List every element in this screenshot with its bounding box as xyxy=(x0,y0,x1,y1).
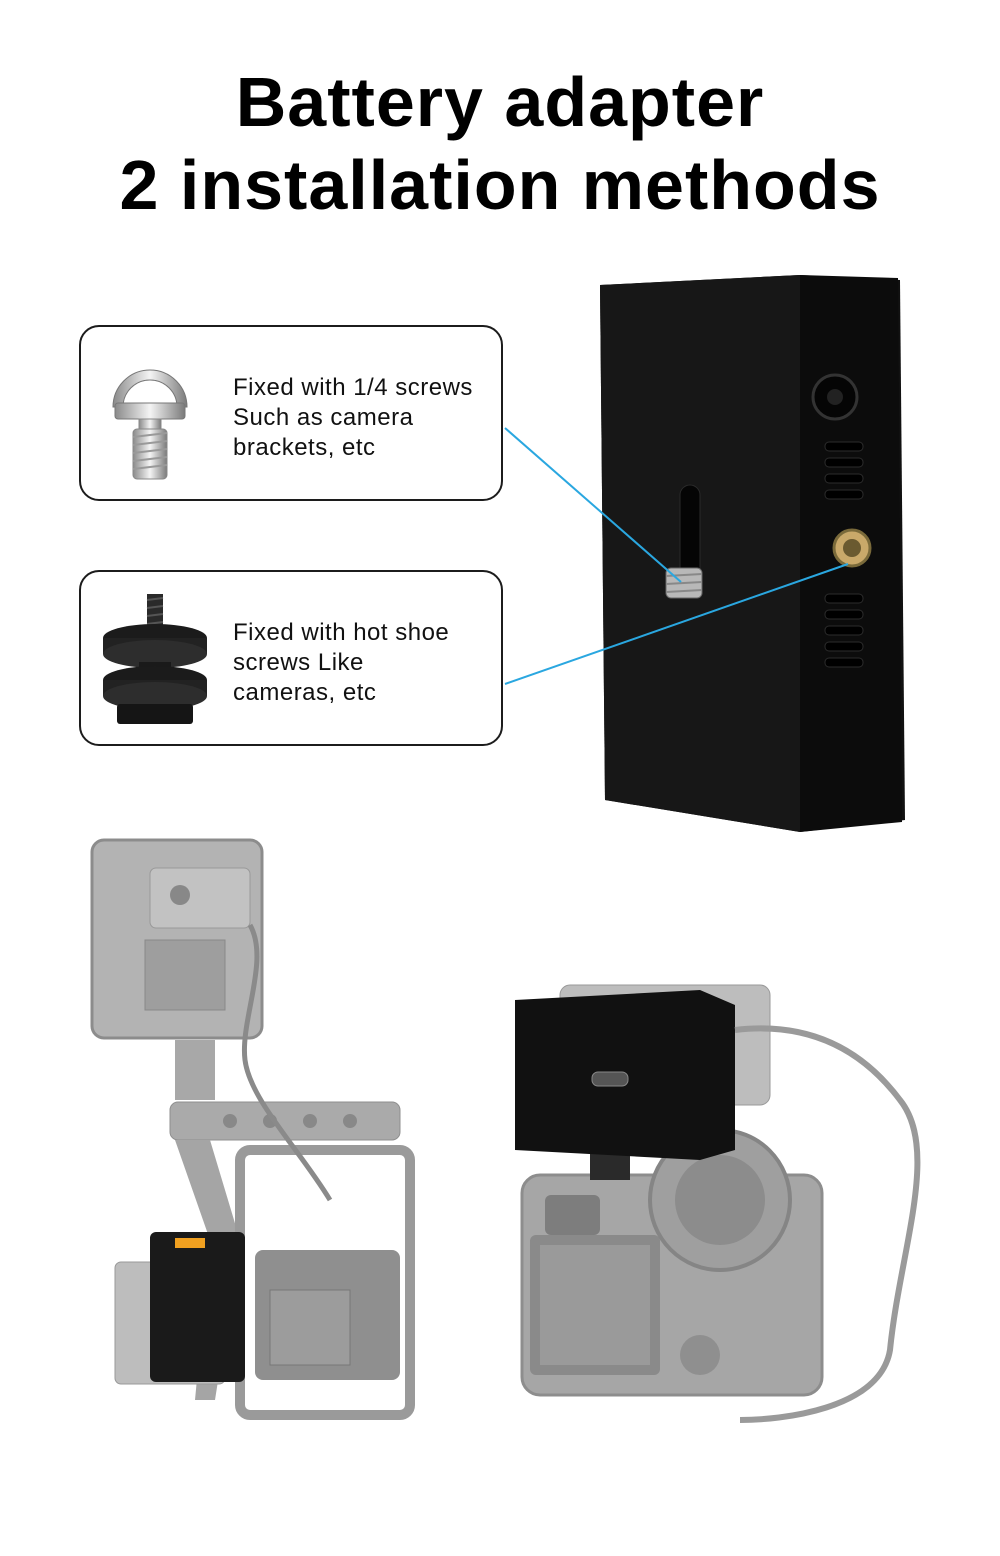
callout-text: Fixed with 1/4 screws Such as camera bra… xyxy=(233,373,473,463)
rig-scene-illustration xyxy=(90,838,415,1420)
callout-text: Fixed with hot shoe screws Like cameras,… xyxy=(233,618,449,708)
hot-shoe-screw-icon xyxy=(103,594,207,724)
leader-line-screw xyxy=(504,427,682,583)
callout-quarter-inch-screw: Fixed with 1/4 screws Such as camera bra… xyxy=(79,325,503,501)
callout-hot-shoe-screw: Fixed with hot shoe screws Like cameras,… xyxy=(79,570,503,746)
quarter-inch-screw-icon xyxy=(112,369,188,480)
page-title-line-2: 2 installation methods xyxy=(119,146,881,224)
callout-line: Fixed with hot shoe xyxy=(233,619,450,646)
page-title-line-1: Battery adapter xyxy=(235,63,765,141)
callout-line: cameras, etc xyxy=(233,679,377,706)
callout-line: screws Like xyxy=(233,649,364,676)
leader-line-insert xyxy=(504,563,849,685)
callout-line: Such as camera xyxy=(233,404,414,431)
callout-line: Fixed with 1/4 screws xyxy=(233,374,473,401)
camera-scene-illustration xyxy=(515,984,921,1423)
battery-adapter-device xyxy=(600,275,905,832)
callout-line: brackets, etc xyxy=(233,434,376,461)
